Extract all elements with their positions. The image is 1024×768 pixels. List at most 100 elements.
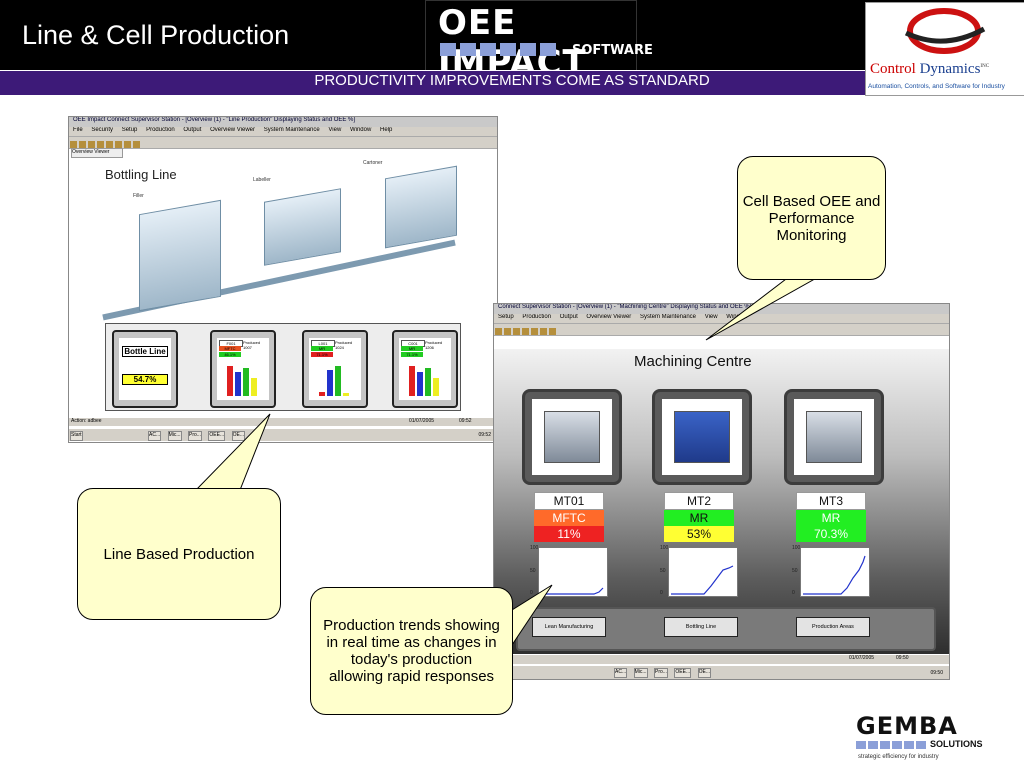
labeller-machine bbox=[264, 188, 341, 266]
trend-tick: 100 bbox=[530, 545, 539, 551]
line-menu-window[interactable]: Window bbox=[349, 127, 372, 133]
taskbar-item[interactable]: Pro... bbox=[188, 431, 202, 441]
toolbar-search-icon[interactable] bbox=[522, 328, 529, 335]
gemba-solutions-logo: GEMBA SOLUTIONS strategic efficiency for… bbox=[856, 712, 983, 764]
production-areas-button[interactable]: Production Areas bbox=[796, 617, 870, 637]
bottling-line-button[interactable]: Bottling Line bbox=[664, 617, 738, 637]
chart-bar bbox=[327, 370, 333, 396]
subtitle-bar bbox=[0, 70, 865, 95]
chart-bar bbox=[409, 366, 415, 396]
cartoner-machine bbox=[385, 165, 457, 249]
toolbar-open-icon[interactable] bbox=[495, 328, 502, 335]
control-dynamics-logo: Control DynamicsINC Automation, Controls… bbox=[865, 2, 1024, 96]
toolbar-help-icon[interactable] bbox=[133, 141, 140, 148]
machine-tile-mt2[interactable] bbox=[652, 389, 752, 485]
trend-tick: 0 bbox=[660, 590, 663, 596]
machine-card-l001[interactable]: L001 MR 71.1% Produced 1024 bbox=[302, 330, 368, 408]
lean-manufacturing-button[interactable]: Lean Manufacturing bbox=[532, 617, 606, 637]
line-menu-help[interactable]: Help bbox=[379, 127, 393, 133]
line-taskbar: Start AC... Mic... Pro... OEE... OE... 0… bbox=[69, 428, 497, 441]
line-based-callout: Line Based Production bbox=[77, 488, 281, 620]
trend-chart-mt01: 100 50 0 bbox=[530, 545, 608, 597]
bottling-line-heading: Bottling Line bbox=[105, 167, 177, 182]
toolbar-settings-icon[interactable] bbox=[540, 328, 547, 335]
cell-menu-output[interactable]: Output bbox=[559, 314, 578, 320]
toolbar-chart-icon[interactable] bbox=[531, 328, 538, 335]
toolbar-save-icon[interactable] bbox=[504, 328, 511, 335]
machine-card-c001[interactable]: C001 MR 71.1% Produced 1206 bbox=[392, 330, 458, 408]
taskbar-item[interactable]: Mic... bbox=[633, 668, 648, 678]
machine-tile-mt3[interactable] bbox=[784, 389, 884, 485]
taskbar-item[interactable]: OE... bbox=[697, 668, 711, 678]
line-menu-output[interactable]: Output bbox=[183, 127, 202, 133]
control-dynamics-tagline: Automation, Controls, and Software for I… bbox=[868, 83, 1005, 90]
line-menu-setup[interactable]: Setup bbox=[121, 127, 138, 133]
control-dynamics-name-a: Control bbox=[870, 61, 916, 77]
trend-tick: 50 bbox=[660, 568, 666, 574]
cell-menu-overview[interactable]: Overview Viewer bbox=[586, 314, 632, 320]
line-menu-production[interactable]: Production bbox=[146, 127, 175, 133]
toolbar-report-icon[interactable] bbox=[549, 328, 556, 335]
chart-bar bbox=[251, 378, 257, 396]
chart-bar bbox=[235, 372, 241, 396]
control-dynamics-swoosh-icon bbox=[904, 8, 986, 54]
line-menu-file[interactable]: File bbox=[73, 127, 83, 133]
trend-tick: 50 bbox=[792, 568, 798, 574]
status-mt2: MT2 MR 53% bbox=[664, 492, 734, 542]
cell-menu-setup[interactable]: Setup bbox=[498, 314, 514, 320]
bottle-line-label: Bottle Line bbox=[122, 346, 168, 357]
toolbar-settings-icon[interactable] bbox=[115, 141, 122, 148]
cell-menu-bar: Setup Production Output Overview Viewer … bbox=[494, 314, 949, 324]
line-menu-overview[interactable]: Overview Viewer bbox=[210, 127, 256, 133]
chart-bar bbox=[335, 366, 341, 396]
toolbar-chart-icon[interactable] bbox=[106, 141, 113, 148]
toolbar-report-icon[interactable] bbox=[124, 141, 131, 148]
control-dynamics-suffix: INC bbox=[980, 64, 990, 69]
taskbar-item[interactable]: OEE... bbox=[208, 431, 226, 441]
machine-oee: 11% bbox=[534, 526, 604, 542]
taskbar-item[interactable]: OE... bbox=[231, 431, 245, 441]
cell-menu-view[interactable]: View bbox=[704, 314, 718, 320]
machine-name: MT3 bbox=[796, 492, 866, 510]
overview-viewer-dropdown[interactable]: Overview Viewer bbox=[71, 148, 123, 158]
chart-bar bbox=[425, 368, 431, 396]
toolbar-open-icon[interactable] bbox=[70, 141, 77, 148]
machine-tile-mt01[interactable] bbox=[522, 389, 622, 485]
taskbar-item[interactable]: Pro... bbox=[653, 668, 668, 678]
toolbar-save-icon[interactable] bbox=[79, 141, 86, 148]
line-menu-maintenance[interactable]: System Maintenance bbox=[263, 127, 320, 133]
taskbar-item[interactable]: AC... bbox=[148, 431, 162, 441]
produced-label: Produced bbox=[425, 340, 443, 345]
cell-menu-window[interactable]: Window bbox=[726, 314, 748, 320]
gemba-logo-subtext: SOLUTIONS bbox=[930, 739, 983, 749]
line-menu-security[interactable]: Security bbox=[91, 127, 114, 133]
status-date: 01/07/2005 bbox=[849, 655, 875, 661]
start-button[interactable]: Start bbox=[70, 431, 83, 441]
chart-bar bbox=[343, 393, 349, 396]
taskbar-item[interactable]: OEE... bbox=[674, 668, 692, 678]
line-status-bar: Action: adbee 01/07/2005 09:52 bbox=[69, 418, 497, 426]
machine-state: MR bbox=[664, 510, 734, 526]
machining-centre-heading: Machining Centre bbox=[634, 353, 752, 370]
trend-chart-mt2: 100 50 0 bbox=[660, 545, 738, 597]
toolbar-print-icon[interactable] bbox=[513, 328, 520, 335]
machine-card-f001[interactable]: F001 MFTC 46.1% Produced 1007 bbox=[210, 330, 276, 408]
toolbar-print-icon[interactable] bbox=[88, 141, 95, 148]
machine-state: MR bbox=[311, 346, 333, 351]
line-menu-view[interactable]: View bbox=[328, 127, 342, 133]
trend-tick: 0 bbox=[792, 590, 795, 596]
line-window-title: OEE Impact Connect Supervisor Station - … bbox=[69, 117, 497, 127]
cell-menu-maintenance[interactable]: System Maintenance bbox=[639, 314, 697, 320]
slide-subtitle: PRODUCTIVITY IMPROVEMENTS COME AS STANDA… bbox=[314, 72, 710, 89]
cell-menu-production[interactable]: Production bbox=[522, 314, 552, 320]
machine-pct: 71.1% bbox=[401, 352, 423, 357]
taskbar-item[interactable]: AC... bbox=[614, 668, 628, 678]
chart-bar bbox=[417, 372, 423, 396]
toolbar-search-icon[interactable] bbox=[97, 141, 104, 148]
taskbar-item[interactable]: Mic... bbox=[167, 431, 182, 441]
machining-centre-view: Machining Centre MT01 MFTC 11% MT2 MR 53… bbox=[494, 349, 949, 654]
slide-title: Line & Cell Production bbox=[22, 20, 290, 50]
bottle-line-summary-card[interactable]: Bottle Line 54.7% bbox=[112, 330, 178, 408]
machine-pct: 46.1% bbox=[219, 352, 241, 357]
production-trends-callout-text: Production trends showing in real time a… bbox=[323, 617, 500, 685]
